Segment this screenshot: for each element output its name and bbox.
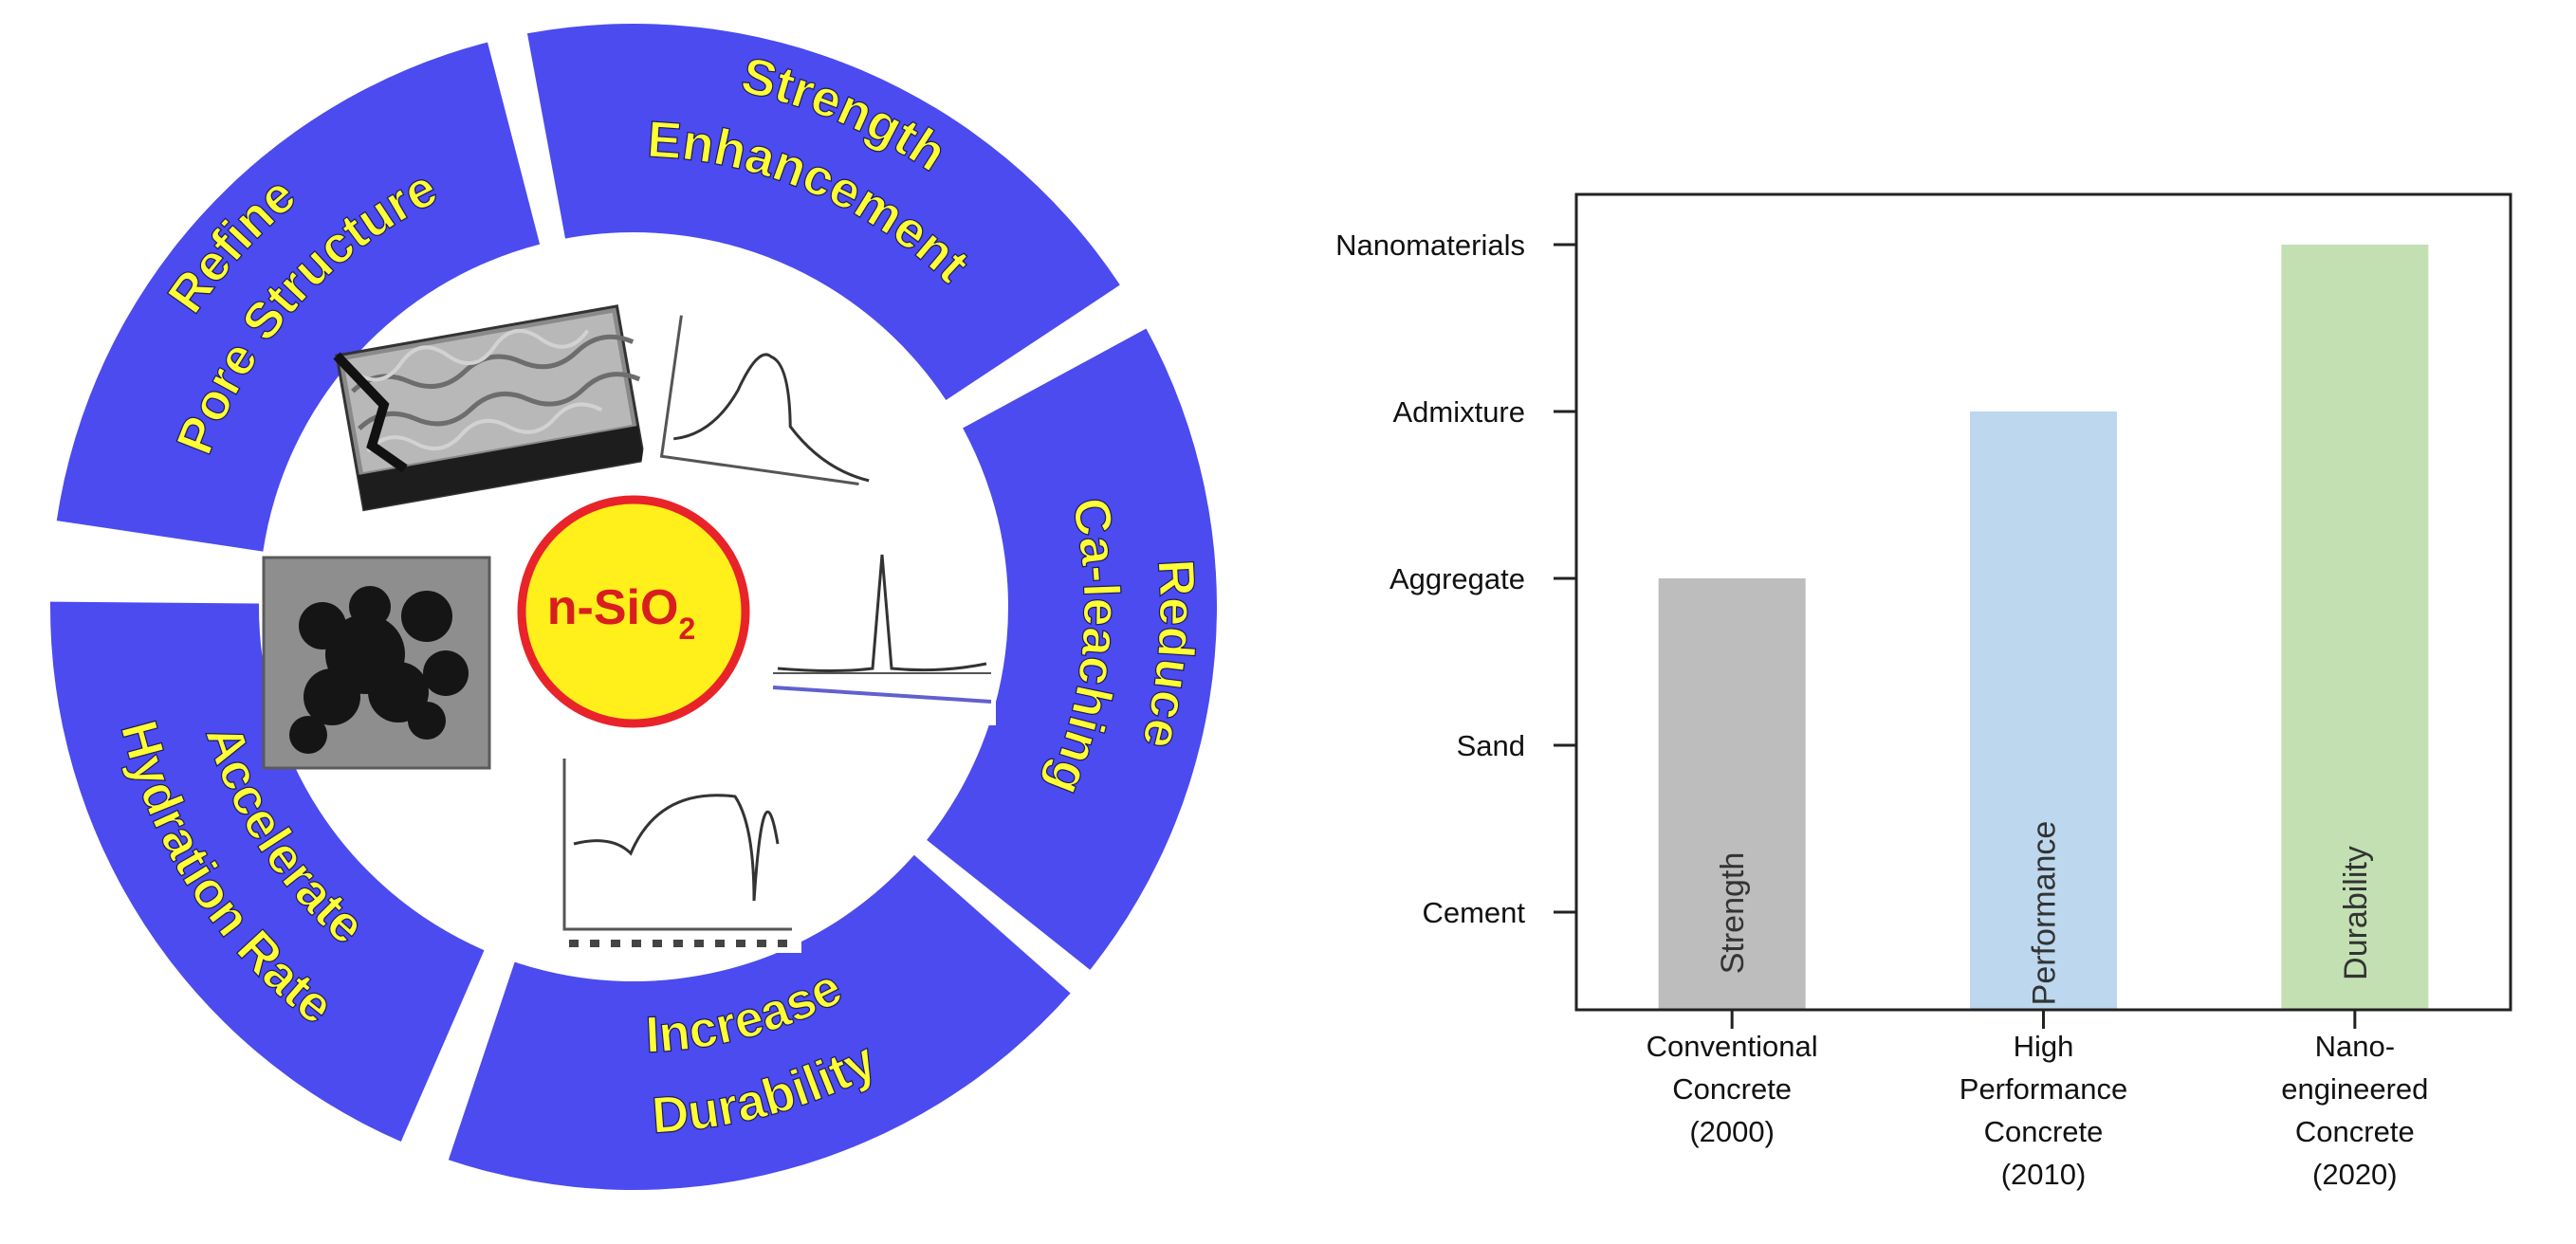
x-tick-label: (2020) [2312, 1158, 2398, 1191]
ring-segment [50, 601, 485, 1142]
xrd-plot-thumbnail [640, 303, 890, 500]
ring-segments [50, 24, 1217, 1190]
x-tick-label: (2010) [2001, 1158, 2087, 1191]
bars: Strength Performance Durability [1658, 245, 2429, 1009]
y-tick-label: Aggregate [1389, 562, 1525, 595]
y-tick-label: Admixture [1392, 395, 1525, 429]
concrete-evolution-chart: Cement Sand Aggregate Admixture Nanomaterial… [1335, 192, 2512, 1191]
y-tick-label: Sand [1457, 729, 1525, 762]
y-axis: Cement Sand Aggregate Admixture Nanomaterial… [1335, 229, 1576, 929]
x-tick-label: engineered [2281, 1072, 2428, 1106]
x-tick-label: (2000) [1689, 1115, 1775, 1148]
center-disc: n-SiO2 [517, 495, 750, 728]
x-tick-label: Performance [1960, 1072, 2127, 1106]
spectrum-plot-thumbnail [526, 749, 801, 953]
ring-segment [526, 24, 1120, 400]
bar [1970, 412, 2117, 1009]
ring-segment [448, 854, 1071, 1190]
x-tick-label: High [2014, 1030, 2074, 1063]
ring-segment [56, 42, 541, 552]
sem-micrograph-image [333, 304, 646, 512]
bar-label: Strength [1715, 852, 1751, 975]
tem-nanoparticles-image [262, 556, 491, 770]
ftir-spectrum-thumbnail [768, 531, 996, 725]
y-tick-label: Cement [1422, 896, 1525, 929]
bar-label: Performance [2027, 821, 2063, 1006]
bar [2281, 245, 2429, 1009]
center-circle [517, 495, 750, 728]
center-label: n-SiO2 [547, 580, 695, 646]
y-tick-label: Nanomaterials [1335, 229, 1525, 262]
x-tick-label: Concrete [1672, 1072, 1792, 1106]
x-tick-label: Concrete [1984, 1115, 2104, 1148]
x-tick-label: Conventional [1647, 1030, 1818, 1063]
bar [1658, 578, 1806, 1009]
bar-label: Durability [2338, 846, 2374, 980]
wheel-diagram: StrengthEnhancementReduceCa-leachingIncr… [50, 24, 1217, 1190]
ring-segment [927, 328, 1217, 970]
x-tick-label: Nano- [2315, 1030, 2395, 1063]
x-tick-label: Concrete [2295, 1115, 2415, 1148]
